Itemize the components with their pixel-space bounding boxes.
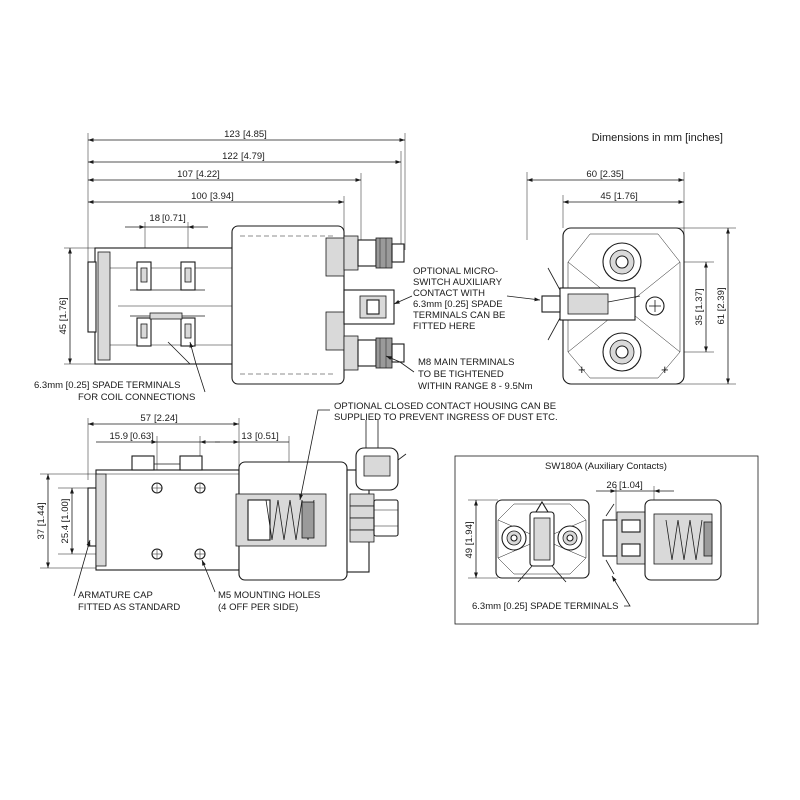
- svg-text:45: 45: [600, 191, 611, 202]
- coil-spade-terminals: [130, 261, 205, 347]
- callout-micro-switch: OPTIONAL MICRO- SWITCH AUXILIARY CONTACT…: [393, 266, 541, 332]
- inset-title: SW180A (Auxiliary Contacts): [545, 461, 667, 472]
- svg-text:+: +: [661, 362, 669, 377]
- svg-text:[2.35]: [2.35]: [600, 169, 624, 180]
- callout-mounting-holes: M5 MOUNTING HOLES (4 OFF PER SIDE): [201, 559, 320, 613]
- svg-text:13: 13: [241, 431, 252, 442]
- dim-18: 18 [0.71]: [125, 213, 208, 262]
- svg-text:OPTIONAL CLOSED CONTACT HOUSIN: OPTIONAL CLOSED CONTACT HOUSING CAN BE: [334, 401, 556, 412]
- svg-text:49 [1.94]: 49 [1.94]: [464, 522, 475, 559]
- svg-text:35 [1.37]: 35 [1.37]: [694, 289, 705, 326]
- svg-text:[1.76]: [1.76]: [614, 191, 638, 202]
- svg-text:+: +: [578, 362, 586, 377]
- svg-text:FOR COIL CONNECTIONS: FOR COIL CONNECTIONS: [78, 392, 195, 403]
- svg-text:SWITCH AUXILIARY: SWITCH AUXILIARY: [413, 277, 503, 288]
- main-terminal-lower: [343, 335, 405, 371]
- svg-text:[4.22]: [4.22]: [196, 169, 220, 180]
- svg-text:15.9: 15.9: [110, 431, 129, 442]
- svg-text:TERMINALS CAN BE: TERMINALS CAN BE: [413, 310, 505, 321]
- svg-text:[0.71]: [0.71]: [162, 213, 186, 224]
- dim-123: 123 [4.85]: [88, 129, 405, 142]
- svg-text:WITHIN RANGE 8 - 9.5Nm: WITHIN RANGE 8 - 9.5Nm: [418, 381, 533, 392]
- terminal-stud-lower: [602, 332, 642, 372]
- svg-text:[0.63]: [0.63]: [130, 431, 154, 442]
- callout-closed-housing: OPTIONAL CLOSED CONTACT HOUSING CAN BE S…: [299, 401, 558, 501]
- dim-45-side: 45 [1.76]: [58, 247, 96, 365]
- svg-text:[4.79]: [4.79]: [241, 151, 265, 162]
- svg-text:122: 122: [222, 151, 238, 162]
- svg-text:[3.94]: [3.94]: [210, 191, 234, 202]
- svg-text:FITTED HERE: FITTED HERE: [413, 321, 475, 332]
- svg-text:6.3mm [0.25] SPADE TERMINALS: 6.3mm [0.25] SPADE TERMINALS: [34, 380, 180, 391]
- svg-text:TO BE TIGHTENED: TO BE TIGHTENED: [418, 369, 504, 380]
- aux-stud-left: [501, 525, 527, 551]
- svg-text:57: 57: [140, 413, 151, 424]
- units-note: Dimensions in mm [inches]: [592, 132, 723, 144]
- spring: [247, 499, 315, 541]
- micro-switch: [541, 267, 641, 341]
- dim-107: 107 [4.22]: [88, 169, 361, 182]
- svg-text:OPTIONAL MICRO-: OPTIONAL MICRO-: [413, 266, 498, 277]
- svg-text:60: 60: [586, 169, 597, 180]
- svg-text:123: 123: [224, 129, 240, 140]
- svg-text:25.4 [1.00]: 25.4 [1.00]: [60, 499, 71, 544]
- svg-text:SUPPLIED TO PREVENT INGRESS OF: SUPPLIED TO PREVENT INGRESS OF DUST ETC.: [334, 412, 558, 423]
- end-view: 60 [2.35] 45 [1.76] 61 [2.39] 35 [1.37]: [526, 169, 736, 385]
- svg-text:CONTACT WITH: CONTACT WITH: [413, 288, 485, 299]
- svg-text:ARMATURE CAP: ARMATURE CAP: [78, 590, 153, 601]
- callout-main-terminals: M8 MAIN TERMINALS TO BE TIGHTENED WITHIN…: [385, 355, 533, 392]
- svg-text:M8 MAIN TERMINALS: M8 MAIN TERMINALS: [418, 357, 514, 368]
- terminal-stud-upper: [602, 242, 642, 282]
- callout-coil-spade: 6.3mm [0.25] SPADE TERMINALS FOR COIL CO…: [34, 341, 206, 403]
- svg-text:26: 26: [606, 480, 617, 491]
- svg-text:[4.85]: [4.85]: [243, 129, 267, 140]
- main-terminal-upper: [343, 235, 405, 271]
- svg-text:[1.04]: [1.04]: [619, 480, 643, 491]
- svg-text:FITTED AS STANDARD: FITTED AS STANDARD: [78, 602, 180, 613]
- dim-122: 122 [4.79]: [88, 151, 401, 164]
- callout-armature-cap: ARMATURE CAP FITTED AS STANDARD: [73, 539, 180, 613]
- svg-text:6.3mm [0.25] SPADE TERMINALS: 6.3mm [0.25] SPADE TERMINALS: [472, 601, 618, 612]
- dim-100: 100 [3.94]: [88, 191, 344, 204]
- aux-contacts-inset: SW180A (Auxiliary Contacts) 49 [1.94] 26…: [454, 455, 759, 625]
- mounting-holes: [151, 482, 206, 560]
- svg-text:37 [1.44]: 37 [1.44]: [36, 503, 47, 540]
- screw-icon: [645, 296, 665, 316]
- svg-text:[2.24]: [2.24]: [154, 413, 178, 424]
- side-view: 123 [4.85] 122 [4.79] 107 [4.22] 100 [3.…: [34, 129, 541, 403]
- svg-text:100: 100: [191, 191, 207, 202]
- svg-text:[0.51]: [0.51]: [255, 431, 279, 442]
- svg-text:45 [1.76]: 45 [1.76]: [58, 298, 69, 335]
- callout-aux-spade: 6.3mm [0.25] SPADE TERMINALS: [472, 575, 631, 612]
- svg-text:6.3mm [0.25] SPADE: 6.3mm [0.25] SPADE: [413, 299, 503, 310]
- svg-text:M5 MOUNTING HOLES: M5 MOUNTING HOLES: [218, 590, 320, 601]
- terminal-nut-stack: [349, 493, 399, 543]
- aux-stud-right: [557, 525, 583, 551]
- svg-text:18: 18: [149, 213, 160, 224]
- svg-text:107: 107: [177, 169, 193, 180]
- svg-text:61 [2.39]: 61 [2.39]: [716, 288, 727, 325]
- plan-view: 57 [2.24] 15.9 [0.63] 13 [0.51] 37 [1.44…: [36, 401, 558, 613]
- svg-text:(4 OFF PER SIDE): (4 OFF PER SIDE): [218, 602, 298, 613]
